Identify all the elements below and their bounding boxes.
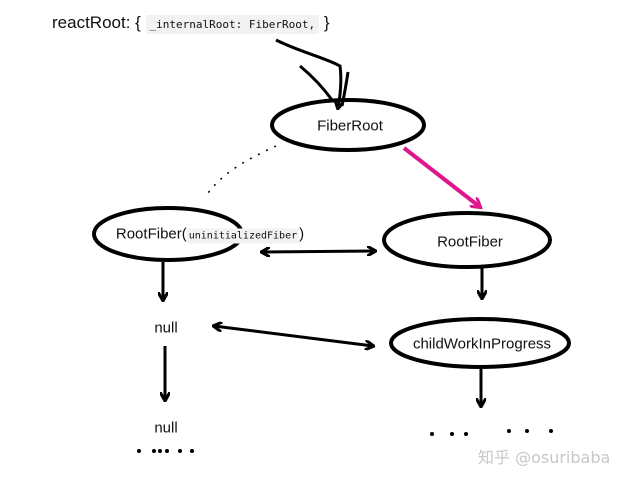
react-root-header: reactRoot: { _internalRoot: FiberRoot, } xyxy=(52,13,330,34)
fiber-root-to-wip-arrow xyxy=(402,146,480,207)
child-work-in-progress-node xyxy=(389,317,571,369)
watermark: 知乎 @osuribaba xyxy=(478,448,611,467)
root-fiber-wip-node xyxy=(382,211,552,269)
root-fiber-current-close: ) xyxy=(299,225,305,243)
root-fiber-current-text: RootFiber( xyxy=(115,225,187,243)
root-fiber-wip-label: RootFiber xyxy=(437,233,503,251)
header-arrow-scribble xyxy=(299,64,350,107)
fiber-root-node xyxy=(270,98,426,152)
root-fiber-current-code: uninitializedFiber xyxy=(186,228,300,244)
left-continuation-dots xyxy=(137,449,194,453)
child-null-label: null xyxy=(154,319,178,337)
header-to-fiber-root-arrow xyxy=(275,38,341,108)
header-code: _internalRoot: FiberRoot, xyxy=(145,15,320,34)
right-continuation-dots xyxy=(430,429,553,436)
alternate-arrow-root-fibers xyxy=(262,251,375,252)
fiber-root-label: FiberRoot xyxy=(317,117,383,135)
fiber-root-to-current-dotted-link xyxy=(205,145,277,197)
header-suffix: } xyxy=(319,13,330,32)
child-work-in-progress-label: childWorkInProgress xyxy=(412,335,552,353)
header-prefix: reactRoot: { xyxy=(52,13,146,32)
grandchild-null-label: null xyxy=(154,419,178,437)
root-fiber-current-label: RootFiber(uninitializedFiber) xyxy=(115,225,305,244)
alternate-arrow-children xyxy=(214,326,373,346)
